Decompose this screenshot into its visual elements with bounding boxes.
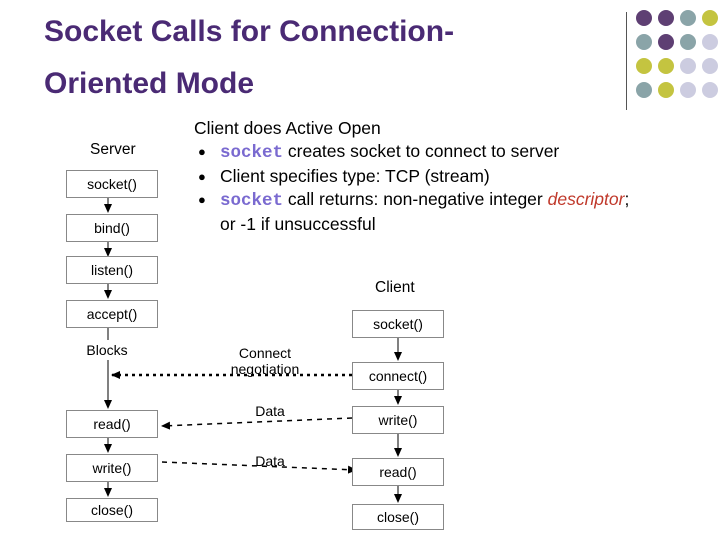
code-socket: socket — [220, 191, 284, 211]
data-label-1: Data — [255, 403, 285, 419]
title-line-2: Oriented Mode — [44, 67, 255, 100]
title-line-1: Socket Calls for Connection- — [44, 15, 455, 48]
decorative-dot-lavender — [680, 82, 696, 98]
decorative-dot-lavender — [702, 34, 718, 50]
decorative-dot-slate — [680, 10, 696, 26]
decorative-dot-purple — [658, 10, 674, 26]
client-close-box: close() — [352, 504, 444, 530]
decorative-dot-slate — [680, 34, 696, 50]
bullet-item-2: ●Client specifies type: TCP (stream) — [198, 166, 490, 186]
data-arrow-server-to-client — [161, 461, 357, 474]
decorative-dot-slate — [636, 82, 652, 98]
slide-title: Socket Calls for Connection- Oriented Mo… — [44, 6, 604, 110]
decorative-dot-grid — [636, 10, 720, 106]
decorative-dot-olive — [658, 82, 674, 98]
bullet-item-3-continuation: or -1 if unsuccessful — [220, 214, 376, 234]
bullet-list: Client does Active Open ●socket creates … — [194, 117, 714, 236]
code-socket: socket — [220, 143, 284, 163]
decorative-dot-lavender — [702, 82, 718, 98]
term-descriptor: descriptor — [547, 189, 625, 209]
server-write-box: write() — [66, 454, 158, 482]
server-listen-box: listen() — [66, 256, 158, 284]
client-socket-box: socket() — [352, 310, 444, 338]
decorative-dot-lavender — [680, 58, 696, 74]
client-write-box: write() — [352, 406, 444, 434]
connect-negotiation-label: Connect negotiation — [230, 345, 300, 377]
server-socket-box: socket() — [66, 170, 158, 198]
bullet-marker-icon: ● — [198, 169, 206, 184]
server-blocks-label: Blocks — [86, 342, 128, 358]
server-close-box: close() — [66, 498, 158, 522]
bullet-heading: Client does Active Open — [194, 118, 381, 138]
decorative-dot-olive — [658, 58, 674, 74]
server-bind-box: bind() — [66, 214, 158, 242]
decorative-dot-olive — [702, 10, 718, 26]
bullet-marker-icon: ● — [198, 192, 206, 207]
server-read-box: read() — [66, 410, 158, 438]
decorative-dot-purple — [658, 34, 674, 50]
decorative-divider — [626, 12, 627, 110]
data-arrow-client-to-server — [161, 417, 353, 430]
bullet-item-3: ●socket call returns: non-negative integ… — [198, 189, 630, 211]
decorative-dot-lavender — [702, 58, 718, 74]
data-label-2: Data — [255, 453, 285, 469]
server-label: Server — [90, 141, 136, 158]
client-connect-box: connect() — [352, 362, 444, 390]
decorative-dot-purple — [636, 10, 652, 26]
decorative-dot-olive — [636, 58, 652, 74]
client-label: Client — [375, 279, 415, 296]
server-accept-box: accept() — [66, 300, 158, 328]
bullet-item-1: ●socket creates socket to connect to ser… — [198, 141, 560, 163]
decorative-dot-slate — [636, 34, 652, 50]
client-read-box: read() — [352, 458, 444, 486]
bullet-marker-icon: ● — [198, 144, 206, 159]
